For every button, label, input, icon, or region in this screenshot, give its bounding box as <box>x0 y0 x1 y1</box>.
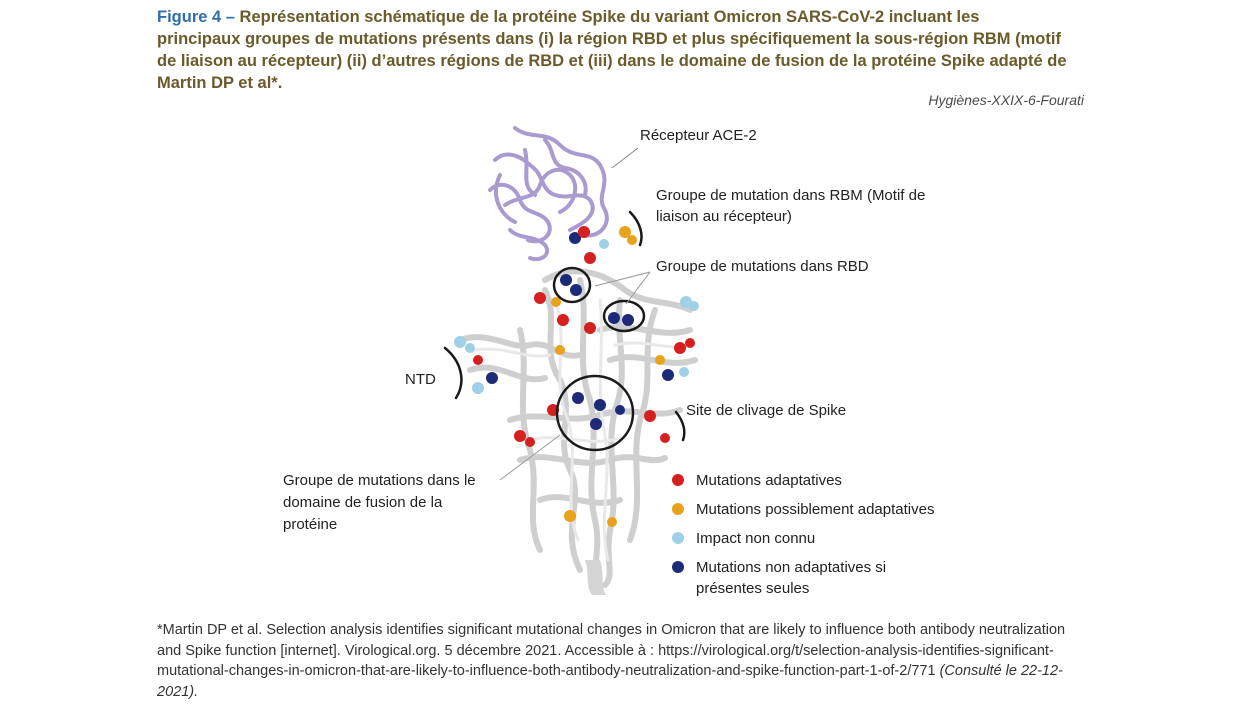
label-rbm-line1: Groupe de mutation dans RBM (Motif de <box>656 187 926 204</box>
legend-dot-darkblue <box>672 561 684 573</box>
figure-label: Figure 4 – <box>157 8 235 26</box>
leader-lines <box>499 271 651 481</box>
footnote-text: *Martin DP et al. Selection analysis ide… <box>157 622 1066 679</box>
label-rbd: Groupe de mutations dans RBD <box>656 258 869 275</box>
legend-label: Mutations possiblement adaptatives <box>696 501 935 518</box>
legend-label: Mutations non adaptatives si présentes s… <box>696 559 887 597</box>
legend-dot-orange <box>672 503 684 515</box>
ace2-receptor-ribbon <box>488 126 609 262</box>
label-rbm-line2: liaison au récepteur) <box>656 208 792 225</box>
footnote: *Martin DP et al. Selection analysis ide… <box>157 620 1087 702</box>
label-fusion-line1: Groupe de mutations dans le <box>283 472 476 489</box>
legend-label: Mutations adaptatives <box>696 472 842 489</box>
caption-text: Représentation schématique de la protéin… <box>157 8 1067 92</box>
footnote-consulted: (Consulté le 22-12-2021). <box>157 663 1063 700</box>
highlight-circles <box>552 266 646 452</box>
legend-label: Impact non connu <box>696 530 816 547</box>
label-fusion-line2: domaine de fusion de la <box>283 494 443 511</box>
spike-stalk <box>585 560 606 595</box>
label-ntd: NTD <box>405 371 436 388</box>
label-fusion-line3: protéine <box>283 516 338 533</box>
spike-protein-ribbon <box>457 268 698 593</box>
legend-dot-red <box>672 474 684 486</box>
source-credit: Hygiènes-XXIX-6-Fourati <box>928 92 1084 108</box>
mutation-spheres <box>454 226 699 527</box>
label-ace2-receptor: Récepteur ACE-2 <box>640 127 757 144</box>
legend-dot-lightblue <box>672 532 684 544</box>
bracket-arcs <box>443 210 686 442</box>
ace2-leader-line <box>611 147 639 169</box>
label-cleavage-site: Site de clivage de Spike <box>686 402 847 419</box>
figure-caption: Figure 4 – Représentation schématique de… <box>157 6 1067 94</box>
